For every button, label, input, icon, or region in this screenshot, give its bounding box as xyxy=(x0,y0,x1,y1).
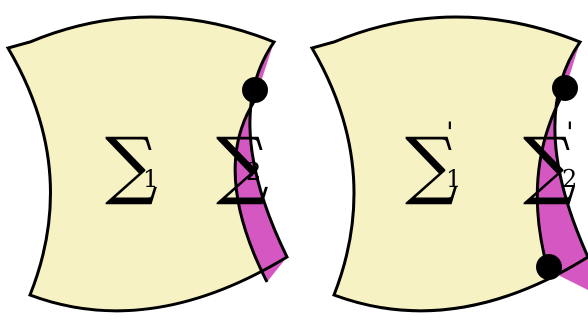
right-region-1-subscript: 1 xyxy=(446,165,461,193)
right-region-1-sigma: ∑ xyxy=(405,122,458,208)
left-outer-boundary xyxy=(5,15,289,313)
right-top-marked-point xyxy=(552,75,578,101)
right-panel: ∑ ' 1 ∑ ' 2 xyxy=(309,15,588,313)
right-bottom-marked-point xyxy=(536,254,562,280)
right-region-2-prime: ' xyxy=(566,116,574,149)
left-pink-strip xyxy=(235,42,287,282)
right-surface xyxy=(312,17,588,311)
left-region-2-sigma: ∑ xyxy=(216,122,269,208)
right-region-2-sigma: ∑ xyxy=(523,122,576,208)
left-surface xyxy=(8,17,287,311)
right-region-1-prime: ' xyxy=(446,116,454,149)
left-region-2-subscript: 2 xyxy=(246,158,261,186)
left-region-1-sigma: ∑ xyxy=(105,122,158,208)
right-region-2-subscript: 2 xyxy=(562,165,577,193)
right-inner-curve xyxy=(535,89,567,271)
left-marked-point xyxy=(242,77,268,103)
left-panel: ∑ 1 ∑ 2 xyxy=(5,15,289,313)
left-region-1-subscript: 1 xyxy=(143,165,158,193)
left-inner-curve xyxy=(233,99,269,283)
